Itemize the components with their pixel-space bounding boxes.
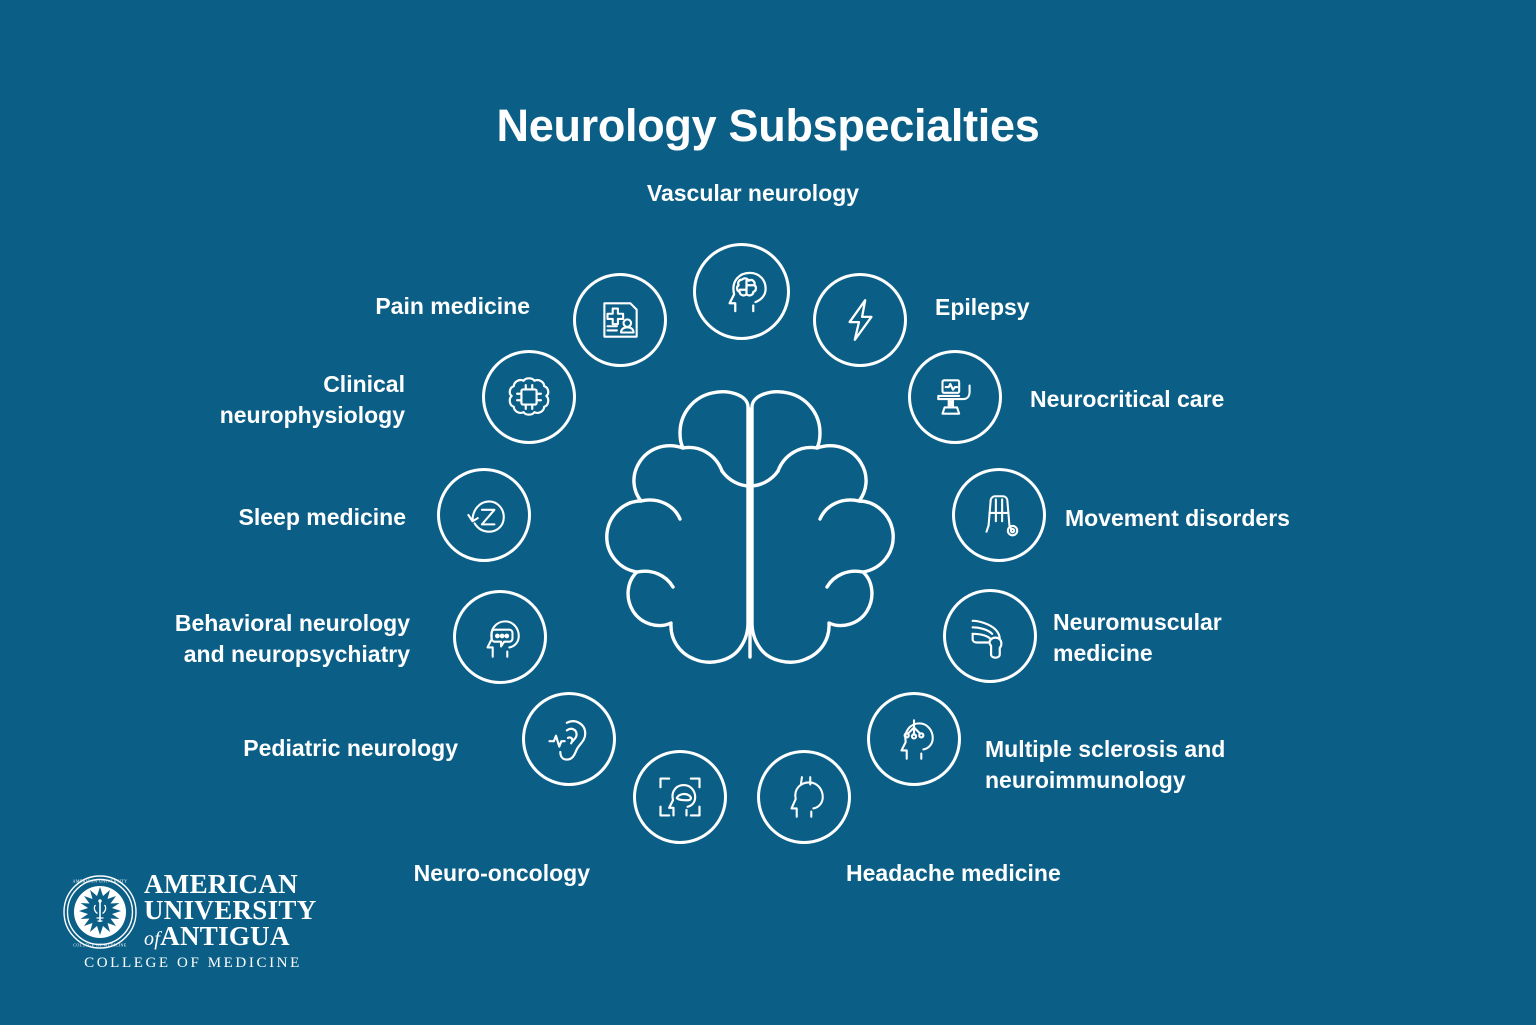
head-scan-frame-icon [654,771,706,823]
head-with-pain-icon [779,772,829,822]
brand-logo: AMERICAN UNIVERSITY COLLEGE OF MEDICINE … [62,869,324,982]
ear-soundwave-icon [543,713,595,765]
brain-chip-icon [503,371,555,423]
head-speech-bubble-icon [475,612,525,662]
icon-node-neuromuscular-medicine[interactable] [943,589,1037,683]
brand-word-antigua: ANTIGUA [160,920,290,951]
label-pediatric-neurology: Pediatric neurology [243,735,458,761]
knee-joint-icon [964,610,1016,662]
icon-node-pediatric-neurology[interactable] [522,692,616,786]
sleep-z-icon [459,490,509,540]
walker-icon [974,490,1024,540]
brand-tagline: COLLEGE OF MEDICINE [84,955,302,971]
label-behavioral-neurology: Behavioral neurology and neuropsychiatry [174,610,410,667]
label-neuromuscular-medicine: Neuromuscular medicine [1053,609,1222,666]
label-movement-disorders: Movement disorders [1065,505,1290,531]
label-sleep-medicine: Sleep medicine [238,504,406,530]
label-epilepsy: Epilepsy [935,294,1030,320]
brain-top-view-icon [600,385,900,675]
medical-record-icon [595,295,645,345]
page-title: Neurology Subspecialties [496,100,1040,151]
svg-text:COLLEGE OF MEDICINE: COLLEGE OF MEDICINE [73,943,127,948]
icu-bed-monitor-icon [930,372,980,422]
icon-node-neurocritical-care[interactable] [908,350,1002,444]
head-with-brain-icon [715,265,769,319]
label-pain-medicine: Pain medicine [375,293,530,319]
brand-line-american: AMERICAN [144,869,298,899]
svg-text:AMERICAN UNIVERSITY: AMERICAN UNIVERSITY [72,878,127,883]
label-neurocritical-care: Neurocritical care [1030,386,1225,412]
lightning-bolt-icon [835,295,885,345]
label-multiple-sclerosis: Multiple sclerosis and neuroimmunology [985,736,1226,793]
icon-node-movement-disorders[interactable] [952,468,1046,562]
brand-line-university: UNIVERSITY [144,894,317,925]
icon-node-sleep-medicine[interactable] [437,468,531,562]
icon-node-headache-medicine[interactable] [757,750,851,844]
label-headache-medicine: Headache medicine [846,860,1061,886]
brand-line-antigua: ofANTIGUA [144,920,324,951]
icon-node-multiple-sclerosis[interactable] [867,692,961,786]
icon-node-vascular-neurology[interactable] [693,243,790,340]
icon-node-clinical-neurophysiology[interactable] [482,350,576,444]
label-vascular-neurology: Vascular neurology [646,180,860,206]
icon-node-neuro-oncology[interactable] [633,750,727,844]
icon-node-pain-medicine[interactable] [573,273,667,367]
brand-wordmark: AMERICAN UNIVERSITY ofANTIGUA [144,869,324,951]
icon-node-epilepsy[interactable] [813,273,907,367]
university-seal-icon: AMERICAN UNIVERSITY COLLEGE OF MEDICINE [62,874,138,950]
brand-word-of: of [144,927,161,950]
icon-node-behavioral-neurology[interactable] [453,590,547,684]
label-neuro-oncology: Neuro-oncology [413,860,590,886]
head-with-neuron-icon [889,714,939,764]
label-clinical-neurophysiology: Clinical neurophysiology [219,371,405,428]
